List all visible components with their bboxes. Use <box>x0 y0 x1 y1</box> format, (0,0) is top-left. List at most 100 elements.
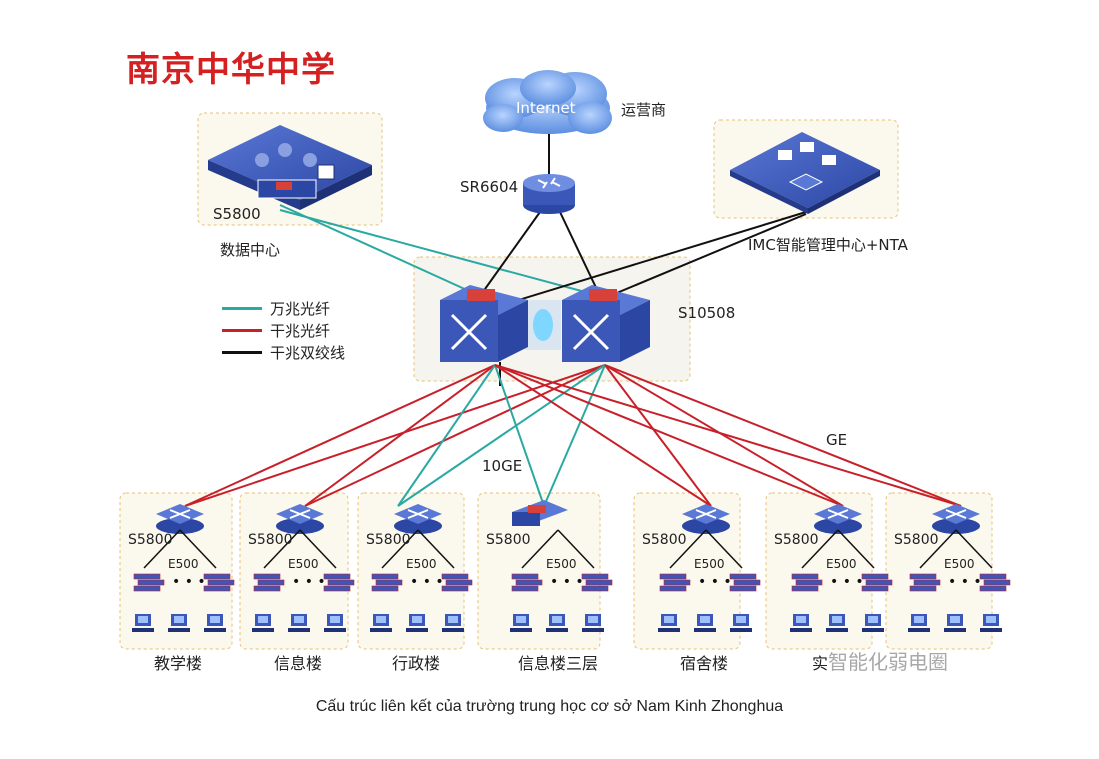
access-switch-icon <box>795 579 823 586</box>
building-switch-label: S5800 <box>894 532 939 548</box>
pc-icon <box>862 628 884 632</box>
link-twisted-pair <box>521 529 559 569</box>
internet-cloud-icon <box>483 70 612 134</box>
switch-icon <box>945 509 967 519</box>
data-center-label: 数据中心 <box>220 241 281 259</box>
access-switch-icon <box>203 573 231 580</box>
pc-icon <box>442 628 464 632</box>
internet-label: Internet <box>516 99 576 117</box>
pc-icon <box>790 628 812 632</box>
isp-label: 运营商 <box>621 101 667 119</box>
dc-switch-label: S5800 <box>213 205 261 223</box>
access-switch-icon <box>983 579 1011 586</box>
pc-icon <box>294 616 304 623</box>
access-switch-icon <box>733 579 761 586</box>
link-1g-fiber <box>184 364 496 507</box>
access-switch-icon <box>979 585 1007 592</box>
access-switch-icon <box>375 579 403 586</box>
link-1g-fiber <box>604 364 844 507</box>
link-twisted-pair <box>479 211 541 297</box>
link-twisted-pair <box>599 213 807 301</box>
access-switch-icon <box>515 579 543 586</box>
pc-icon <box>376 616 386 623</box>
access-switch-label: E500 <box>406 557 437 571</box>
access-switch-icon <box>441 573 469 580</box>
link-twisted-pair <box>801 529 839 569</box>
link-1g-fiber <box>494 364 844 507</box>
access-switch-icon <box>133 585 161 592</box>
link-twisted-pair <box>669 529 707 569</box>
building-name: 行政楼 <box>392 654 441 673</box>
access-switch-label: E500 <box>694 557 725 571</box>
access-switch-icon <box>729 585 757 592</box>
link-10g <box>494 364 545 507</box>
pc-icon <box>138 616 148 623</box>
link-twisted-pair <box>179 529 217 569</box>
switch-icon <box>156 518 204 534</box>
access-switch-label: E500 <box>288 557 319 571</box>
pc-icon <box>406 628 428 632</box>
ellipsis-icon: • • • <box>830 574 864 590</box>
building-switch-label: S5800 <box>248 532 293 548</box>
building-name: 实 <box>812 654 829 673</box>
switch-icon <box>407 509 429 519</box>
pc-icon <box>658 628 680 632</box>
access-switch-icon <box>791 573 819 580</box>
access-switch-icon <box>253 585 281 592</box>
access-switch-label: E500 <box>168 557 199 571</box>
access-switch-icon <box>323 585 351 592</box>
switch-icon <box>512 512 540 526</box>
access-switch-icon <box>581 585 609 592</box>
ellipsis-icon: • • • <box>410 574 444 590</box>
pc-icon <box>516 616 526 623</box>
access-switch-icon <box>133 573 161 580</box>
building-name: 宿舍楼 <box>680 654 729 673</box>
switch-icon <box>169 509 191 519</box>
pc-icon <box>796 616 806 623</box>
access-switch-label: E500 <box>944 557 975 571</box>
access-switch-icon <box>585 579 613 586</box>
switch-icon <box>528 505 546 513</box>
building-box <box>239 492 349 650</box>
access-switch-icon <box>511 573 539 580</box>
switch-icon <box>695 509 717 519</box>
building-name: 教学楼 <box>154 654 203 673</box>
pc-icon <box>132 628 154 632</box>
ellipsis-icon: • • • <box>948 574 982 590</box>
pc-icon <box>868 616 878 623</box>
pc-icon <box>324 628 346 632</box>
link-twisted-pair <box>559 211 601 297</box>
link-twisted-pair <box>705 529 743 569</box>
building-switch-label: S5800 <box>366 532 411 548</box>
pc-icon <box>832 616 842 623</box>
link-twisted-pair <box>955 529 993 569</box>
imc-icon <box>730 132 880 214</box>
switch-icon <box>932 518 980 534</box>
ellipsis-icon: • • • <box>550 574 584 590</box>
building-name: 信息楼三层 <box>518 654 599 673</box>
pc-icon <box>288 628 310 632</box>
pc-icon <box>730 628 752 632</box>
access-switch-icon <box>327 579 355 586</box>
legend-label: 万兆光纤 <box>270 300 331 318</box>
building-switch-label: S5800 <box>486 532 531 548</box>
building-content: • • •• • •• • •• • •• • •• • •• • • <box>132 500 1011 632</box>
access-switch-icon <box>659 585 687 592</box>
access-switch-icon <box>791 585 819 592</box>
access-switch-icon <box>323 573 351 580</box>
access-switch-icon <box>663 579 691 586</box>
link-10g <box>279 209 601 297</box>
pc-icon <box>582 628 604 632</box>
imc-label: IMC智能管理中心+NTA <box>748 236 908 254</box>
access-switch-label: E500 <box>546 557 577 571</box>
access-switch-icon <box>511 585 539 592</box>
pc-icon <box>204 628 226 632</box>
access-switch-icon <box>207 579 235 586</box>
pc-icon <box>588 616 598 623</box>
pc-icon <box>258 616 268 623</box>
ellipsis-icon: • • • <box>172 574 206 590</box>
pc-icon <box>546 628 568 632</box>
legend-label: 干兆双绞线 <box>270 344 346 362</box>
switch-icon <box>814 518 862 534</box>
pc-icon <box>914 616 924 623</box>
